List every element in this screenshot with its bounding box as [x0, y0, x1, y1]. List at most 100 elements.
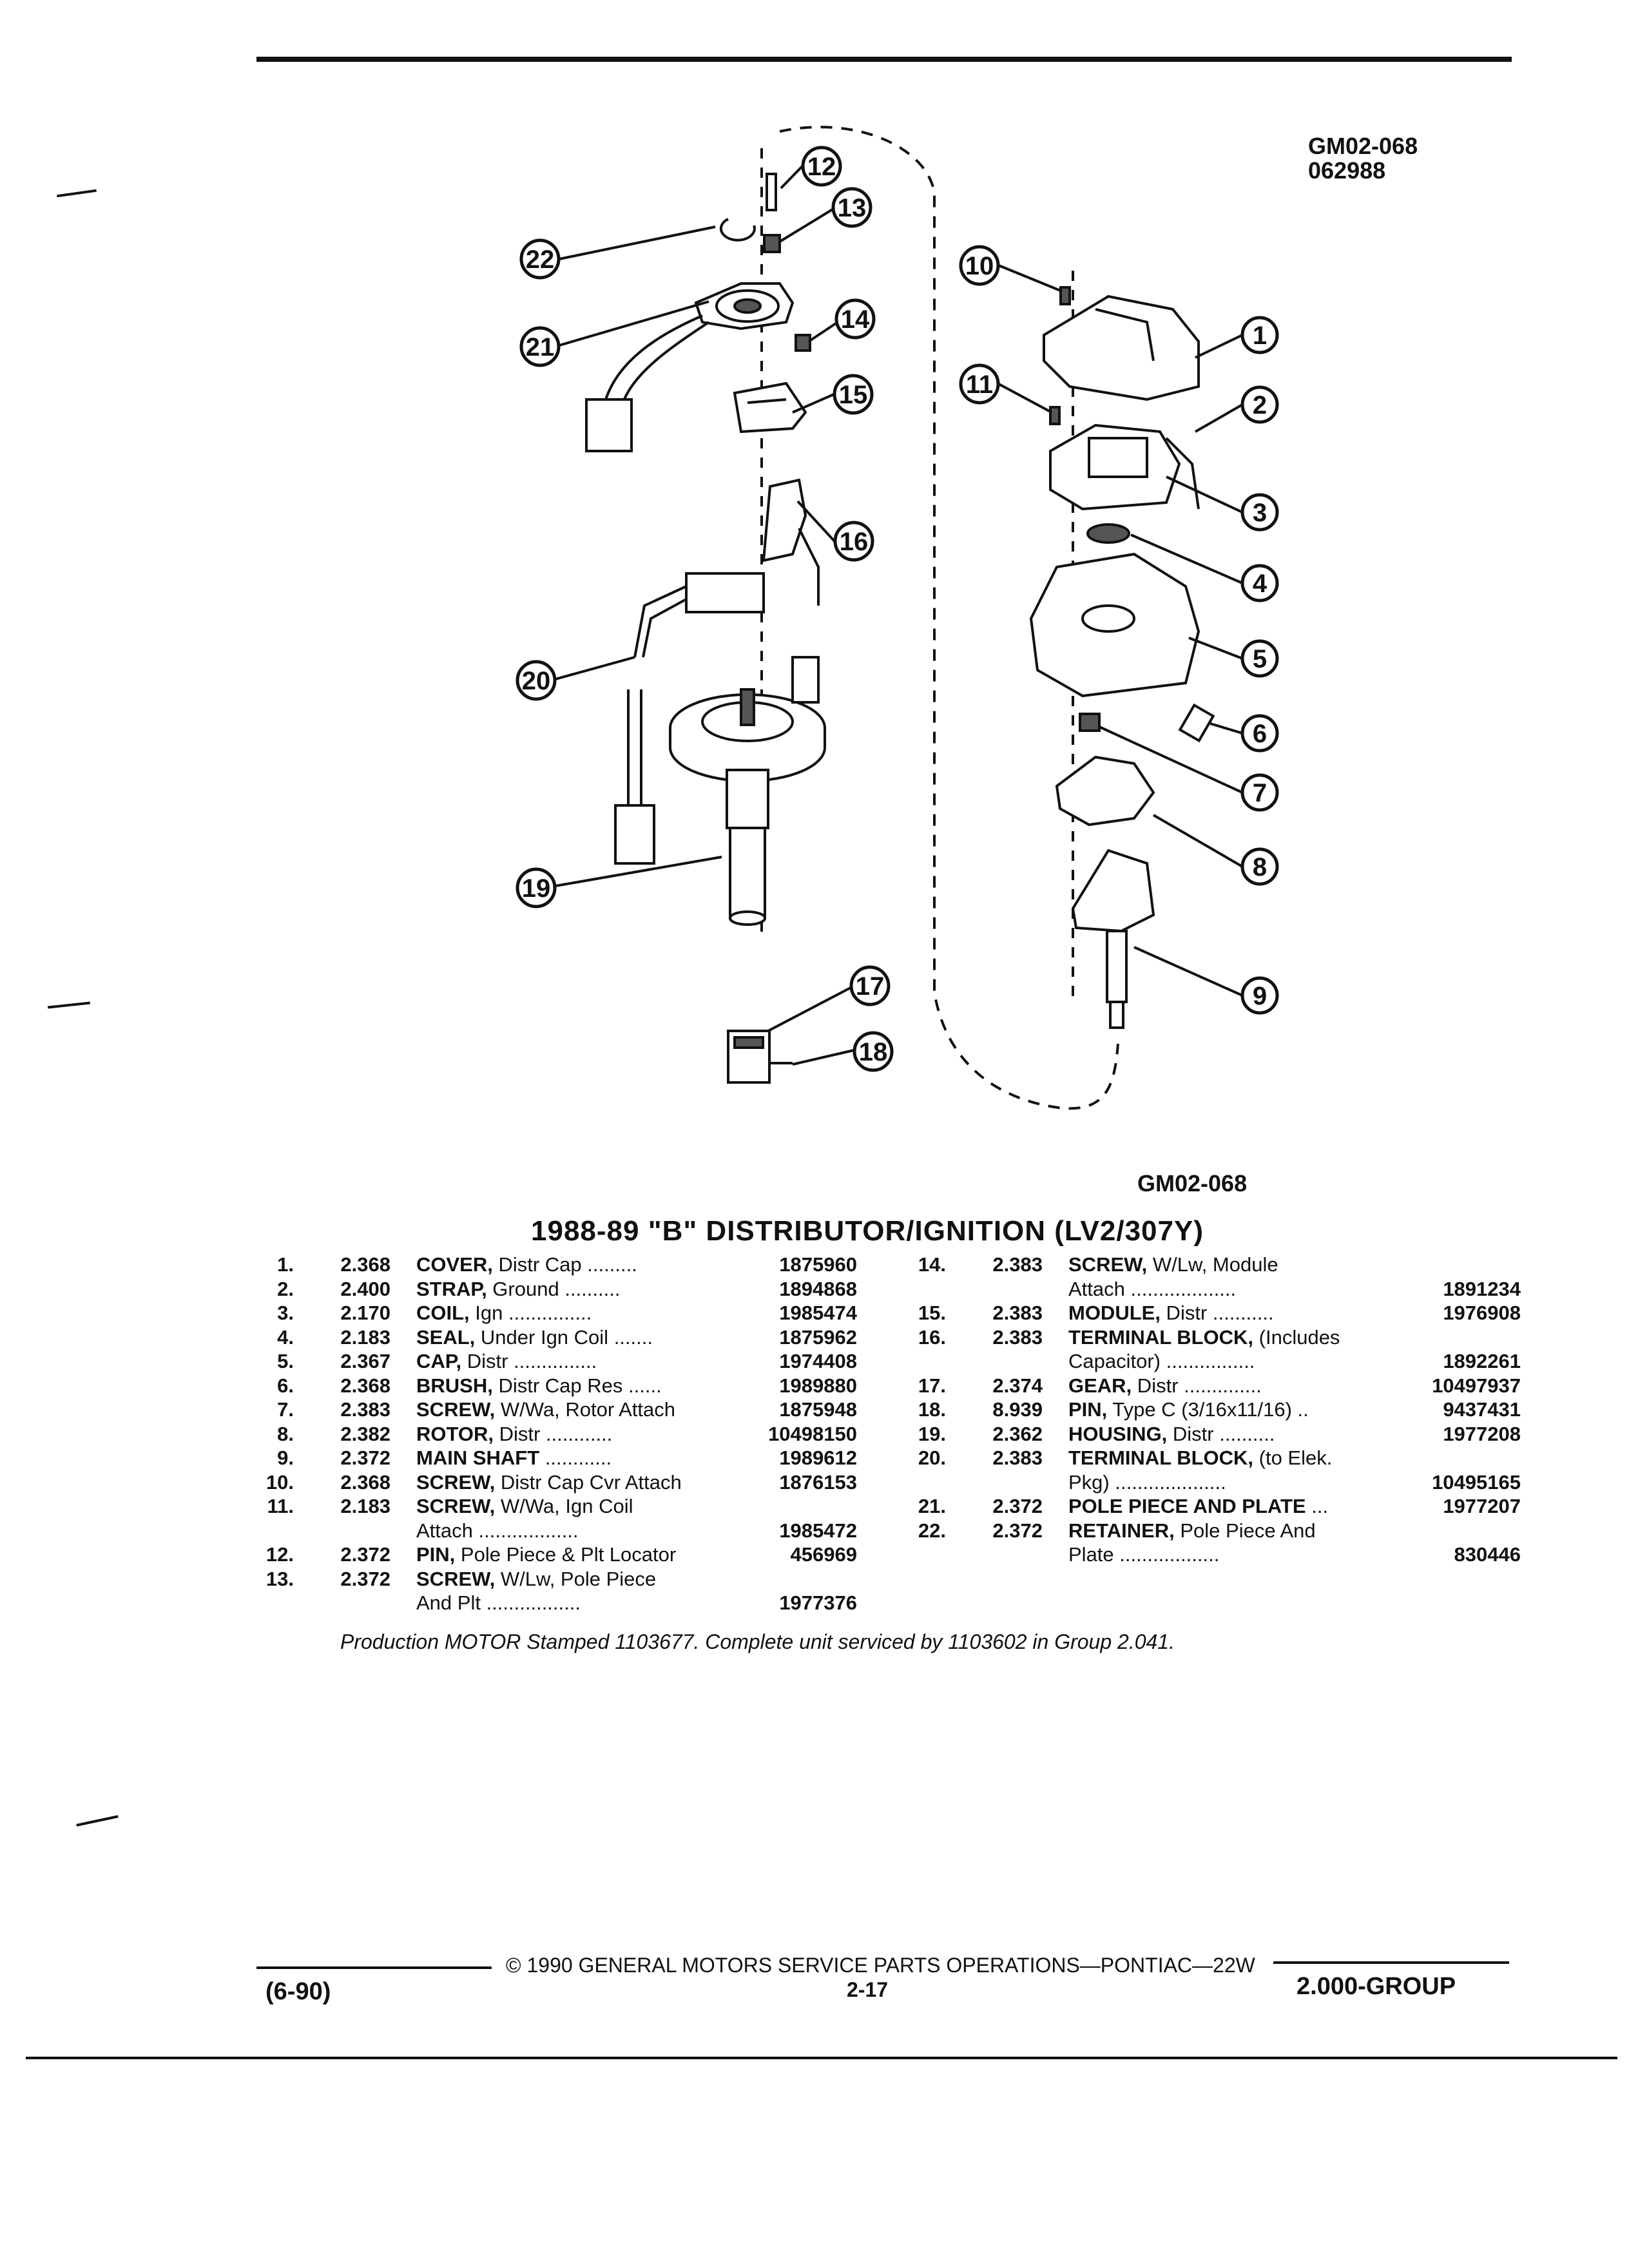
- group-number: [946, 1470, 1068, 1495]
- parts-list-row: And Plt .................1977376: [256, 1591, 857, 1615]
- callout-15: 15: [833, 374, 874, 415]
- svg-text:3: 3: [1253, 499, 1267, 527]
- module-part: [733, 381, 807, 434]
- group-number: 2.183: [340, 1495, 390, 1517]
- part-number: 1989880: [779, 1374, 857, 1397]
- item-number: 11.: [267, 1495, 294, 1517]
- item-number: 17.: [918, 1374, 946, 1397]
- part-name: SCREW,: [416, 1567, 496, 1590]
- group-number: 2.362: [992, 1422, 1043, 1445]
- part-name: SCREW,: [1068, 1253, 1148, 1276]
- part-desc: Under Ign Coil: [475, 1325, 609, 1349]
- item-number: 9.: [277, 1446, 294, 1469]
- callout-9: 9: [1240, 976, 1279, 1015]
- part-desc: Plate: [1068, 1543, 1114, 1566]
- part-desc: Distr Cap Res: [492, 1374, 623, 1397]
- item-number: 6.: [277, 1374, 294, 1397]
- svg-text:20: 20: [522, 667, 551, 695]
- group-number: 2.372: [992, 1495, 1043, 1517]
- callout-2: 2: [1240, 385, 1279, 424]
- svg-text:6: 6: [1253, 720, 1267, 748]
- item-number: 1.: [277, 1253, 294, 1276]
- callout-8: 8: [1240, 847, 1279, 886]
- group-number: [946, 1542, 1068, 1567]
- part-name: CAP,: [416, 1350, 462, 1372]
- part-number: 10498150: [768, 1422, 857, 1445]
- part-desc: Distr: [1132, 1374, 1179, 1397]
- dot-leader: ............: [539, 1446, 612, 1469]
- part-desc: Pole Piece & Plt Locator: [455, 1543, 677, 1566]
- item-number: 14.: [918, 1253, 946, 1276]
- margin-mark: [76, 1815, 119, 1827]
- part-name: SCREW,: [416, 1398, 496, 1421]
- svg-text:11: 11: [966, 370, 993, 399]
- dot-leader: .......: [608, 1325, 653, 1349]
- part-desc: Attach: [416, 1519, 473, 1542]
- callout-16: 16: [833, 521, 874, 562]
- figure-date-code: 062988: [1308, 157, 1386, 184]
- part-number: [760, 1567, 857, 1591]
- footer-copyright: © 1990 GENERAL MOTORS SERVICE PARTS OPER…: [506, 1954, 1255, 1977]
- part-desc: Distr: [494, 1422, 541, 1445]
- dot-leader: ......: [622, 1374, 662, 1397]
- part-desc: Ground: [487, 1277, 559, 1300]
- terminal-block-elek-part: [614, 572, 765, 865]
- part-name: TERMINAL BLOCK,: [1068, 1446, 1254, 1469]
- part-description: SCREW, W/Lw, Module: [1068, 1253, 1424, 1277]
- part-number: 456969: [790, 1543, 857, 1566]
- parts-list-row: Pkg) ....................10495165: [909, 1470, 1521, 1495]
- part-name: ROTOR,: [416, 1422, 494, 1445]
- part-description: BRUSH, Distr Cap Res ......: [416, 1374, 760, 1398]
- part-desc: W/Wa, Rotor Attach: [495, 1398, 675, 1421]
- part-number: [1424, 1325, 1521, 1350]
- part-description: CAP, Distr ...............: [416, 1349, 760, 1374]
- part-number: 1875948: [779, 1398, 857, 1421]
- item-number: 19.: [918, 1422, 946, 1445]
- part-description: SCREW, W/Lw, Pole Piece: [416, 1567, 760, 1591]
- part-number: [1424, 1519, 1521, 1543]
- callout-17: 17: [849, 965, 891, 1006]
- part-description: Attach ..................: [416, 1519, 760, 1543]
- svg-text:18: 18: [859, 1038, 888, 1066]
- part-name: PIN,: [416, 1543, 456, 1566]
- part-desc: Distr Cap: [492, 1253, 582, 1276]
- callout-20: 20: [516, 660, 557, 701]
- svg-text:22: 22: [526, 245, 555, 274]
- part-desc: Type C (3/16x11/16): [1107, 1398, 1292, 1421]
- part-desc: Capacitor): [1068, 1350, 1161, 1372]
- group-number: 2.368: [340, 1253, 390, 1276]
- item-number: 2.: [277, 1277, 294, 1300]
- dot-leader: ...................: [1124, 1277, 1237, 1300]
- svg-text:14: 14: [841, 305, 870, 334]
- item-number: [909, 1349, 946, 1374]
- group-number: 2.382: [340, 1422, 390, 1445]
- part-number: 1892261: [1443, 1350, 1521, 1372]
- group-number: [294, 1519, 416, 1543]
- group-number: [294, 1591, 416, 1615]
- item-number: 5.: [277, 1350, 294, 1372]
- callout-5: 5: [1240, 639, 1279, 678]
- group-number: 2.383: [992, 1302, 1043, 1324]
- part-description: Attach ...................: [1068, 1277, 1424, 1302]
- dot-leader: .........: [581, 1253, 637, 1276]
- footer-date: (6-90): [265, 1978, 331, 2005]
- part-number: 1875962: [779, 1325, 857, 1349]
- dot-leader: ................: [1161, 1350, 1255, 1372]
- production-note: Production MOTOR Stamped 1103677. Comple…: [340, 1630, 1175, 1653]
- part-number: 1891234: [1443, 1277, 1521, 1300]
- part-description: TERMINAL BLOCK, (to Elek.: [1068, 1446, 1424, 1470]
- part-number: 1985474: [779, 1302, 857, 1324]
- distributor-cap-cover-part: [1043, 294, 1200, 401]
